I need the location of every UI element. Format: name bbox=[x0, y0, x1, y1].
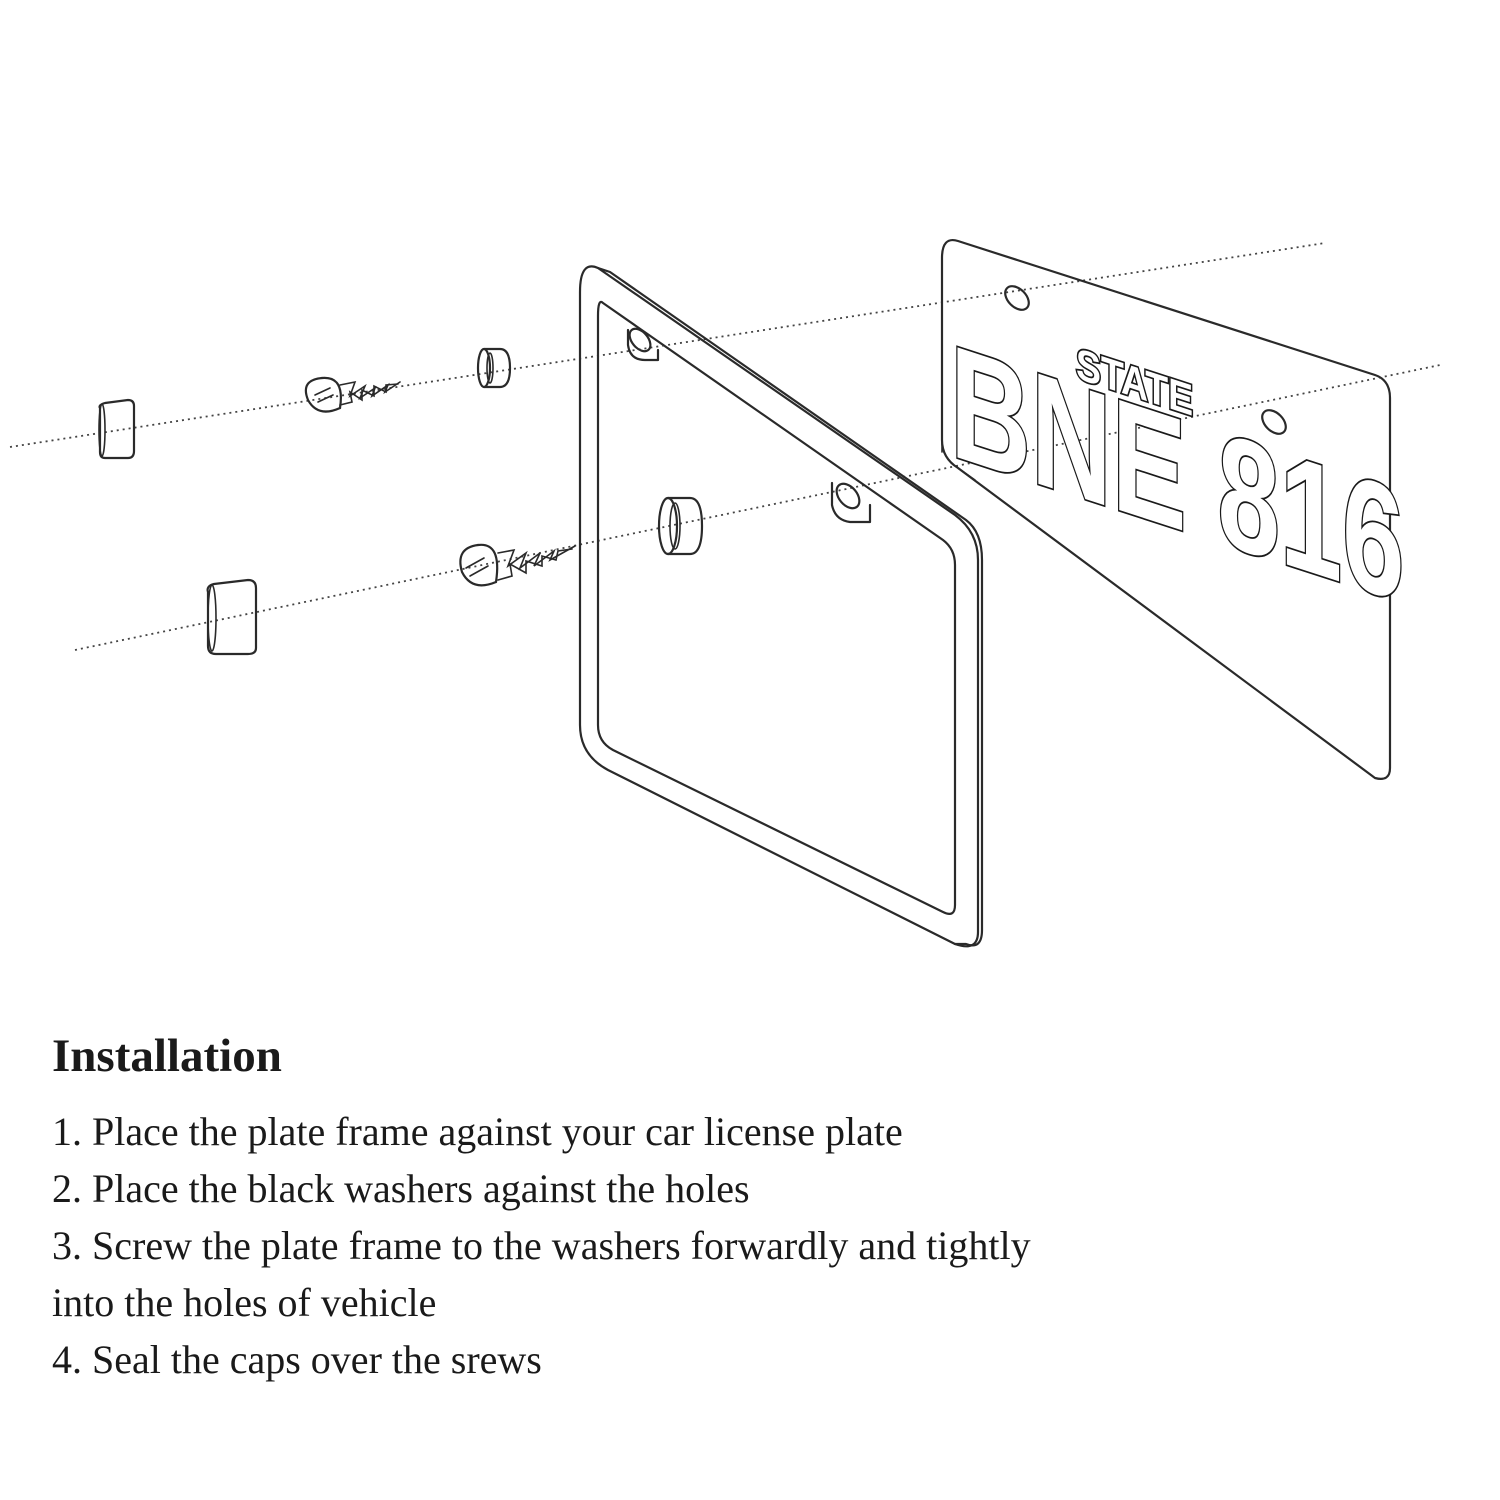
upper-cap bbox=[98, 398, 136, 460]
license-plate-frame bbox=[578, 265, 984, 948]
alignment-axes bbox=[9, 242, 1441, 651]
lower-alignment-axis bbox=[74, 364, 1441, 651]
upper-screw bbox=[304, 376, 401, 413]
lower-washer bbox=[657, 496, 704, 556]
license-plate-outline bbox=[940, 239, 1392, 780]
license-plate-edge bbox=[941, 439, 976, 481]
frame-slot-lower bbox=[835, 482, 861, 510]
frame-notch-lower bbox=[830, 481, 872, 524]
license-plate: STATE BNE 816 bbox=[940, 239, 1406, 780]
plate-number: BNE 816 bbox=[950, 310, 1404, 636]
lower-hardware bbox=[206, 496, 704, 656]
plate-mounting-hole-lower bbox=[1261, 409, 1287, 435]
lower-cap bbox=[206, 578, 258, 656]
instruction-step-3: 3. Screw the plate frame to the washers … bbox=[52, 1223, 1031, 1268]
exploded-assembly-diagram: STATE BNE 816 bbox=[9, 239, 1441, 948]
plate-mounting-hole-upper bbox=[1004, 285, 1030, 311]
installation-title: Installation bbox=[52, 1030, 282, 1082]
lower-screw bbox=[459, 543, 576, 587]
frame-notch-upper bbox=[626, 328, 660, 362]
instruction-step-1: 1. Place the plate frame against your ca… bbox=[52, 1109, 903, 1154]
upper-hardware bbox=[98, 347, 512, 460]
instruction-step-2: 2. Place the black washers against the h… bbox=[52, 1166, 750, 1211]
frame-slot-upper bbox=[628, 327, 652, 353]
instruction-step-3-continued: into the holes of vehicle bbox=[52, 1280, 437, 1325]
upper-washer bbox=[476, 347, 512, 389]
instruction-step-4: 4. Seal the caps over the srews bbox=[52, 1337, 542, 1382]
frame-inner-opening bbox=[596, 300, 957, 915]
frame-outer-outline bbox=[578, 265, 980, 948]
frame-side-thickness bbox=[596, 266, 984, 947]
installation-instructions: Installation 1. Place the plate frame ag… bbox=[52, 1025, 1452, 1388]
